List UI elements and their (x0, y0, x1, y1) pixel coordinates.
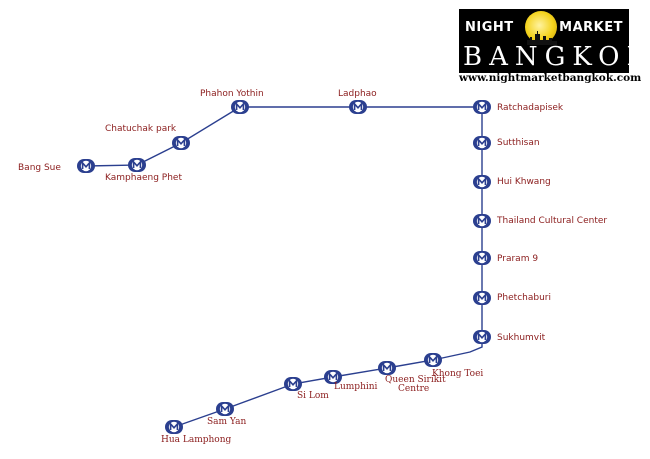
metro-m-icon (324, 370, 342, 384)
station-phahon-yothin: Phahon Yothin (200, 89, 264, 114)
website-url: www.nightmarketbangkok.com (459, 72, 642, 84)
metro-m-icon (473, 100, 491, 114)
station-ladphao: Ladphao (338, 89, 377, 114)
station-sam-yan: Sam Yan (207, 402, 247, 427)
station-praram-9: Praram 9 (473, 251, 538, 265)
metro-m-icon (473, 330, 491, 344)
metro-m-icon (77, 159, 95, 173)
mrt-route-line (85, 106, 483, 428)
station-label: Si Lom (297, 391, 329, 401)
metro-m-icon (172, 136, 190, 150)
station-ratchadapisek: Ratchadapisek (473, 100, 564, 114)
station-thailand-cultural-center: Thailand Cultural Center (473, 214, 607, 228)
station-hui-khwang: Hui Khwang (473, 175, 551, 189)
station-label: Queen Sirikit (385, 375, 446, 385)
metro-m-icon (284, 377, 302, 391)
station-si-lom: Si Lom (284, 377, 329, 401)
station-label: Phetchaburi (497, 293, 551, 303)
station-label: Sam Yan (207, 417, 247, 427)
metro-m-icon (473, 214, 491, 228)
logo-box: NIGHT MARKET BANGKOK (459, 9, 629, 73)
night-market-bangkok-logo: NIGHT MARKET BANGKOK www.nightmarketbang… (459, 9, 642, 85)
station-chatuchak-park: Chatuchak park (105, 124, 190, 150)
logo-bangkok-text: BANGKOK (463, 42, 629, 72)
station-label: Chatuchak park (105, 124, 177, 134)
station-khong-toei: Khong Toei (424, 353, 483, 379)
station-label: Lumphini (334, 382, 378, 392)
station-kamphaeng-phet: Kamphaeng Phet (105, 158, 182, 183)
logo-market-text: MARKET (559, 20, 623, 35)
station-bang-sue: Bang Sue (18, 159, 95, 173)
metro-m-icon (473, 175, 491, 189)
station-phetchaburi: Phetchaburi (473, 291, 551, 305)
station-label: Ratchadapisek (497, 103, 564, 113)
station-sukhumvit: Sukhumvit (473, 330, 546, 344)
station-label-line2: Centre (398, 384, 429, 394)
station-label: Hui Khwang (497, 177, 551, 187)
station-hua-lamphong: Hua Lamphong (161, 420, 232, 445)
station-label: Thailand Cultural Center (496, 216, 607, 226)
metro-m-icon (216, 402, 234, 416)
metro-m-icon (473, 291, 491, 305)
metro-m-icon (473, 136, 491, 150)
station-label: Phahon Yothin (200, 89, 264, 99)
metro-m-icon (424, 353, 442, 367)
station-label: Sutthisan (497, 138, 540, 148)
station-label: Hua Lamphong (161, 435, 232, 445)
metro-m-icon (231, 100, 249, 114)
logo-night-text: NIGHT (465, 20, 514, 35)
metro-m-icon (378, 361, 396, 375)
metro-m-icon (349, 100, 367, 114)
station-lumphini: Lumphini (324, 370, 378, 392)
station-label: Praram 9 (497, 254, 538, 264)
metro-m-icon (473, 251, 491, 265)
station-label: Sukhumvit (497, 333, 546, 343)
skyline-icon (527, 31, 557, 45)
metro-m-icon (165, 420, 183, 434)
station-sutthisan: Sutthisan (473, 136, 540, 150)
station-label: Bang Sue (18, 163, 61, 173)
metro-m-icon (128, 158, 146, 172)
station-label: Khong Toei (432, 369, 483, 379)
station-label: Ladphao (338, 89, 377, 99)
station-label: Kamphaeng Phet (105, 173, 182, 183)
